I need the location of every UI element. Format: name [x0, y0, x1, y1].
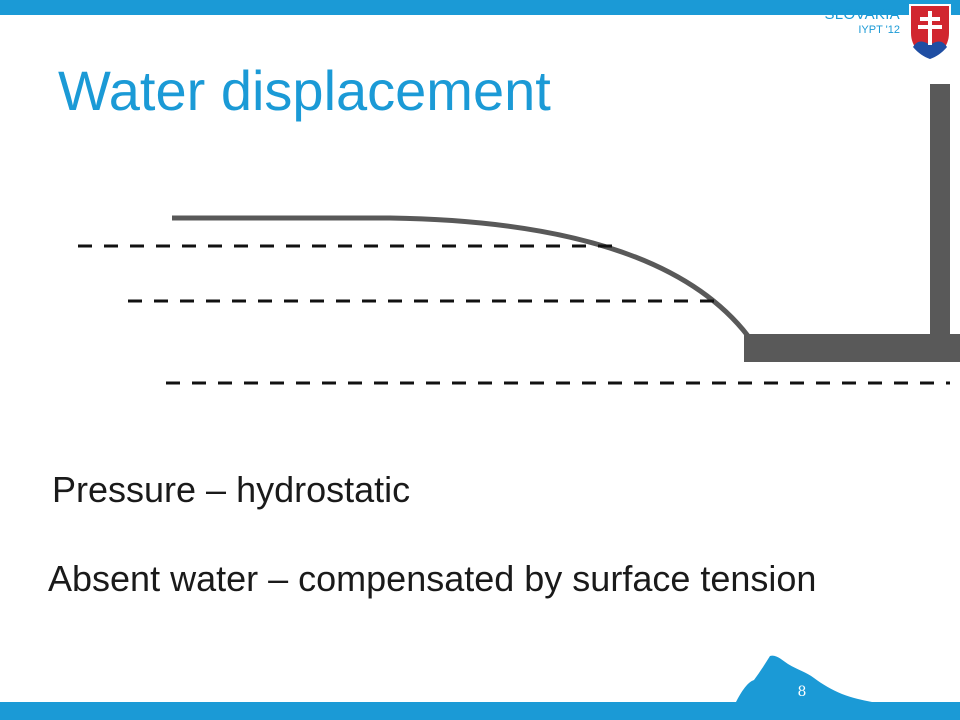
crest-cross	[918, 11, 942, 45]
slovak-crest-icon	[909, 4, 951, 61]
text-line-pressure: Pressure – hydrostatic	[52, 469, 411, 510]
text-line-absent-water: Absent water – compensated by surface te…	[48, 558, 817, 599]
crest-hills	[913, 41, 947, 59]
brand-block: SLOVAKIA IYPT '12	[825, 6, 901, 37]
top-accent-bar	[0, 0, 960, 15]
vertical-support-bar	[930, 84, 950, 338]
brand-event: IYPT '12	[858, 24, 900, 36]
bottom-accent-bar	[0, 702, 960, 720]
horizontal-base-block	[744, 334, 960, 362]
mountain-shape	[735, 655, 878, 704]
page-number: 8	[797, 684, 807, 700]
brand-country: SLOVAKIA	[824, 6, 900, 23]
slide-title: Water displacement	[58, 59, 551, 122]
